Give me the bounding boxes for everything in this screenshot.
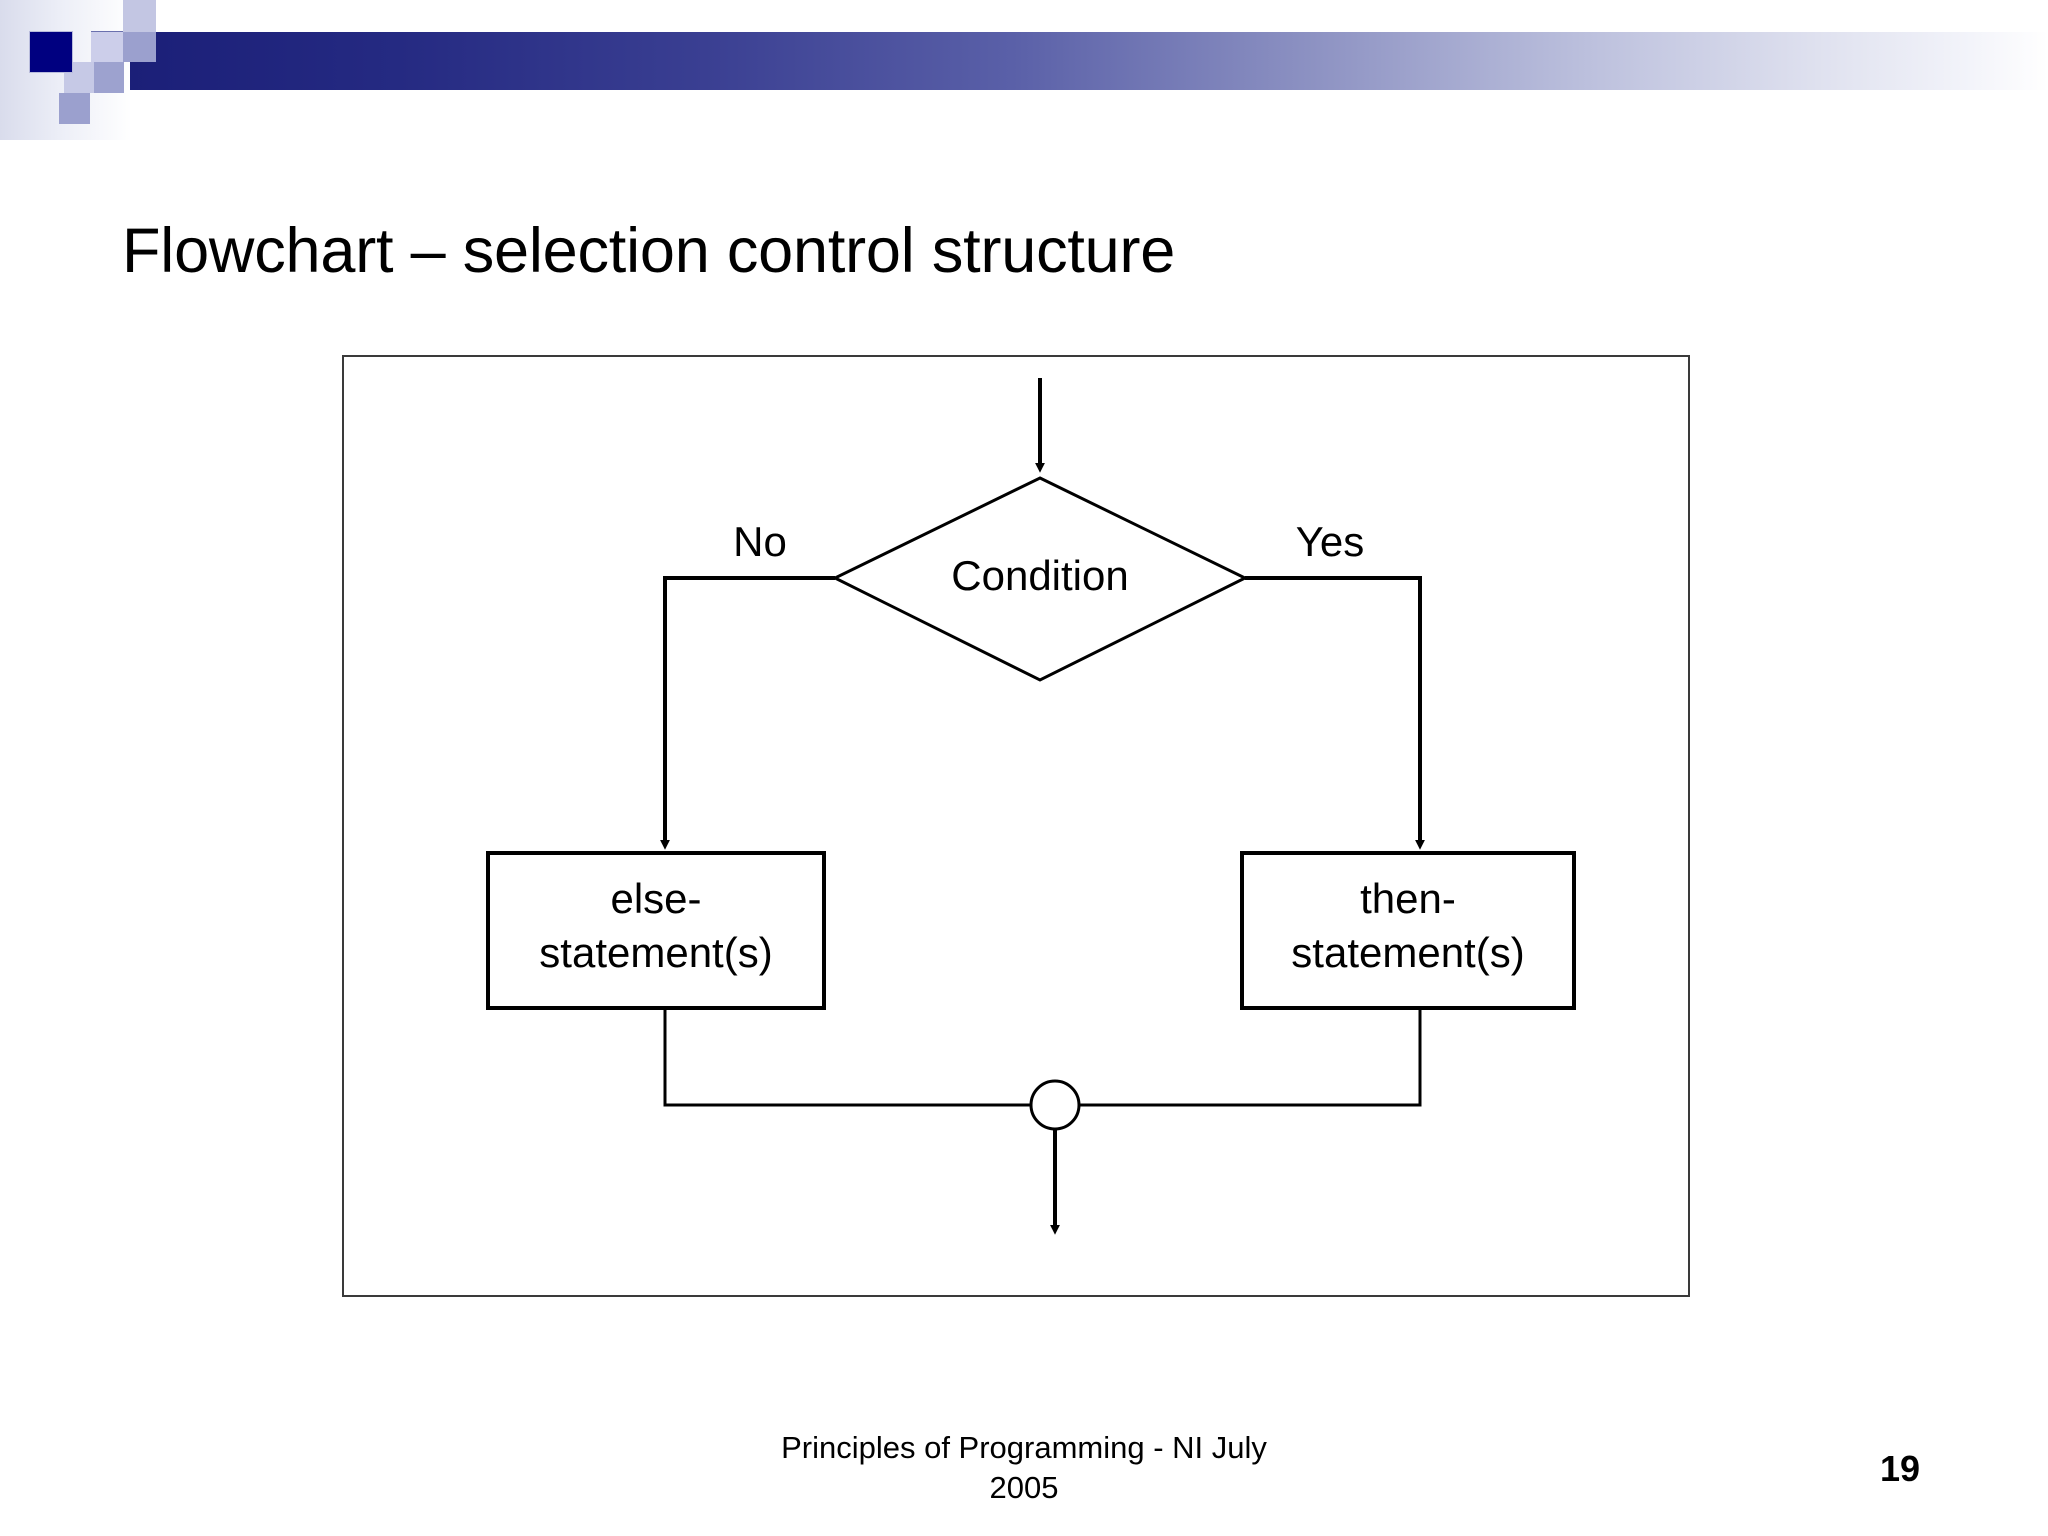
branch-label-no: No — [733, 518, 787, 565]
then-statement-line-1: then- — [1360, 875, 1456, 922]
then-statement-line-2: statement(s) — [1291, 928, 1525, 976]
merge-connector-circle — [1029, 1079, 1081, 1131]
slide-page-number: 19 — [1880, 1448, 1921, 1489]
header-gradient-bar — [130, 32, 2048, 90]
header-square-light-5 — [94, 62, 124, 93]
flowchart-frame — [342, 355, 1690, 1297]
edge-then-to-merge — [1034, 1008, 1422, 1107]
slide-footer: Principles of Programming - NI July 2005 — [524, 1428, 1524, 1507]
edge-else-to-merge — [663, 1008, 1055, 1107]
page-title: Flowchart – selection control structure — [122, 216, 1176, 286]
edge-yes-branch — [1245, 576, 1425, 850]
flowchart-diagram — [486, 378, 1576, 1235]
else-statement-box-label: else- statement(s) — [488, 872, 824, 980]
edge-no-branch — [660, 576, 835, 850]
decision-label: Condition — [951, 552, 1129, 599]
slide-header-decoration — [0, 0, 2048, 140]
slide-footer-line-2: 2005 — [989, 1469, 1059, 1505]
else-statement-line-1: else- — [610, 875, 702, 922]
header-square-light-1 — [123, 0, 156, 34]
else-statement-line-2: statement(s) — [539, 928, 773, 976]
header-square-light-6 — [59, 93, 90, 124]
else-statement-box-shape — [486, 851, 826, 1010]
header-square-light-3 — [91, 31, 123, 62]
then-statement-box-shape — [1240, 851, 1576, 1010]
header-square-navy — [29, 31, 73, 73]
decision-diamond-shape — [831, 476, 1249, 682]
then-statement-box-label: then- statement(s) — [1242, 872, 1574, 980]
branch-label-yes: Yes — [1295, 518, 1365, 565]
slide-footer-line-1: Principles of Programming - NI July — [781, 1430, 1267, 1465]
header-square-light-2 — [123, 32, 156, 62]
